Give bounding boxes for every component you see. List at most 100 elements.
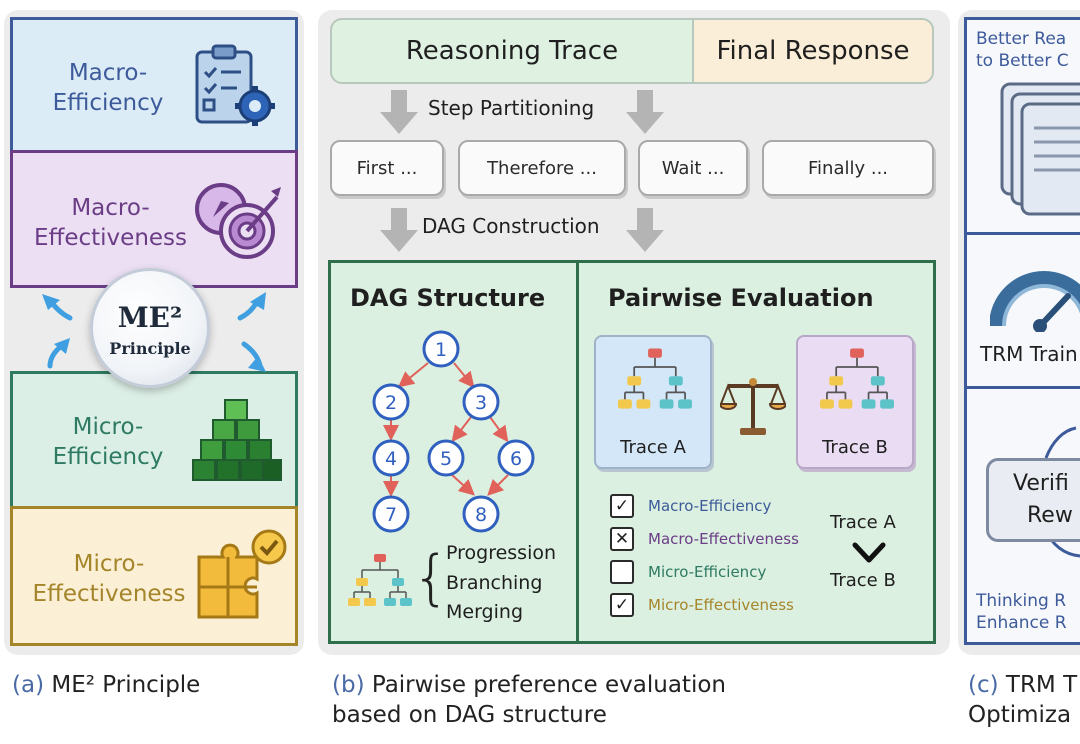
micro-effectiveness-label: Micro- Effectiveness xyxy=(32,551,186,607)
dag-structure-title: DAG Structure xyxy=(350,284,546,312)
caption-c-tag: (c) xyxy=(968,672,999,698)
trace-b-label: Trace B xyxy=(822,437,888,458)
macro-effectiveness-label: Macro- Effectiveness xyxy=(33,195,188,251)
down-arrow-icon xyxy=(626,90,664,134)
panel-c-top-text: Better Rea to Better C xyxy=(976,28,1069,72)
step-partitioning-label: Step Partitioning xyxy=(428,96,595,120)
greater-than-icon xyxy=(852,542,886,563)
badge-subtitle: Principle xyxy=(109,339,191,358)
dag-node-5 xyxy=(427,439,465,477)
documents-stack-icon xyxy=(1000,82,1080,216)
panel-c-bottom-line2: Enhance R xyxy=(976,613,1067,633)
panel-c-bottom-line1: Thinking R xyxy=(976,591,1067,611)
cycle-arrows xyxy=(42,292,266,372)
me2-principle-badge: ME² Principle xyxy=(90,268,210,388)
dag-node-8 xyxy=(462,495,500,533)
criterion-macro-efficiency: ✓ Macro-Efficiency xyxy=(610,494,771,518)
puzzle-check-icon xyxy=(197,529,287,619)
final-response-label: Final Response xyxy=(716,36,910,66)
step-pill-therefore: Therefore ... xyxy=(458,140,626,196)
caption-a-text: ME² Principle xyxy=(51,672,201,698)
final-response-box: Final Response xyxy=(692,18,934,84)
caption-b: (b) Pairwise preference evaluation based… xyxy=(332,670,932,730)
criterion-macro-effectiveness: ✕ Macro-Effectiveness xyxy=(610,527,799,551)
down-arrow-icon xyxy=(380,208,418,252)
caption-c: (c) TRM T Optimiza xyxy=(968,670,1080,730)
criterion-label: Micro-Efficiency xyxy=(648,563,767,581)
relation-branching: Branching xyxy=(446,572,543,594)
macro-efficiency-label: Macro- Efficiency xyxy=(52,60,164,116)
caption-a-tag: (a) xyxy=(12,672,45,698)
dag-node-4 xyxy=(372,439,410,477)
tree-icon xyxy=(618,348,692,409)
criterion-label: Micro-Effectiveness xyxy=(648,596,794,614)
dag-divider xyxy=(576,260,579,644)
verdict-top: Trace A xyxy=(830,512,896,533)
dag-node-6 xyxy=(497,439,535,477)
relation-brace: { xyxy=(412,543,451,613)
badge-title: ME² xyxy=(117,301,183,334)
verifier-reward-box: Verifi Rew xyxy=(986,458,1080,542)
dag-node-2 xyxy=(372,383,410,421)
reasoning-trace-box: Reasoning Trace xyxy=(330,18,694,84)
panel-c-divider-2 xyxy=(964,386,1080,389)
caption-b-line1: Pairwise preference evaluation xyxy=(371,672,726,698)
clipboard-gear-icon xyxy=(195,44,275,126)
checkbox-crossed-icon: ✕ xyxy=(610,527,634,551)
caption-b-line2: based on DAG structure xyxy=(332,702,607,728)
down-arrow-icon xyxy=(380,90,418,134)
panel-c-bottom-text: Thinking R Enhance R xyxy=(976,590,1067,634)
dag-construction-label: DAG Construction xyxy=(422,214,600,238)
caption-c-line2: Optimiza xyxy=(968,702,1072,728)
checkbox-empty-icon xyxy=(610,560,634,584)
relation-progression: Progression xyxy=(446,542,557,564)
down-arrow-icon xyxy=(626,208,664,252)
checkbox-checked-icon: ✓ xyxy=(610,593,634,617)
reasoning-trace-label: Reasoning Trace xyxy=(405,36,619,66)
panel-c-top-line2: to Better C xyxy=(976,51,1069,71)
tree-icon xyxy=(348,554,412,606)
criterion-label: Macro-Efficiency xyxy=(648,497,772,515)
dag-node-label: 2 xyxy=(385,392,397,414)
tree-icon xyxy=(820,348,894,409)
macro-efficiency-cell: Macro- Efficiency xyxy=(10,17,298,153)
trace-a-card: Trace A xyxy=(594,335,712,469)
caption-c-line1: TRM T xyxy=(1005,672,1078,698)
verdict-bottom: Trace B xyxy=(830,570,896,591)
balance-scale-icon xyxy=(720,378,786,435)
caption-b-tag: (b) xyxy=(332,672,365,698)
checkbox-checked-icon: ✓ xyxy=(610,494,634,518)
verifier-line2: Rew xyxy=(1027,503,1073,528)
step-pill-wait: Wait ... xyxy=(638,140,748,196)
dag-node-label: 1 xyxy=(435,339,447,361)
micro-efficiency-label: Micro- Efficiency xyxy=(52,414,164,470)
trm-training-label: TRM Train xyxy=(980,342,1078,366)
dag-node-1 xyxy=(422,330,460,368)
panel-c-top-line1: Better Rea xyxy=(976,29,1067,49)
gauge-icon xyxy=(990,271,1080,332)
pairwise-evaluation-title: Pairwise Evaluation xyxy=(608,284,874,312)
panel-c-divider-1 xyxy=(964,232,1080,235)
dag-node-3 xyxy=(462,383,500,421)
step-pill-finally: Finally ... xyxy=(762,140,934,196)
relation-merging: Merging xyxy=(446,601,524,623)
step-pill-first: First ... xyxy=(330,140,444,196)
trace-b-card: Trace B xyxy=(796,335,914,469)
dag-node-label: 6 xyxy=(510,448,522,470)
criterion-micro-effectiveness: ✓ Micro-Effectiveness xyxy=(610,593,794,617)
dag-node-7 xyxy=(372,495,410,533)
criterion-micro-efficiency: Micro-Efficiency xyxy=(610,560,766,584)
micro-effectiveness-cell: Micro- Effectiveness xyxy=(10,506,298,646)
dag-node-label: 5 xyxy=(440,448,452,470)
verifier-line1: Verifi xyxy=(1013,471,1069,496)
dag-graph: 1 2 3 4 5 6 7 8 xyxy=(372,330,535,533)
target-compass-icon xyxy=(195,183,281,259)
dag-node-label: 7 xyxy=(385,504,397,526)
dag-node-label: 4 xyxy=(385,448,397,470)
caption-a: (a) ME² Principle xyxy=(12,670,302,700)
micro-efficiency-cell: Micro- Efficiency xyxy=(10,371,298,509)
criterion-label: Macro-Effectiveness xyxy=(648,530,799,548)
trace-a-label: Trace A xyxy=(620,437,686,458)
dag-node-label: 8 xyxy=(475,504,487,526)
dag-node-label: 3 xyxy=(475,392,487,414)
